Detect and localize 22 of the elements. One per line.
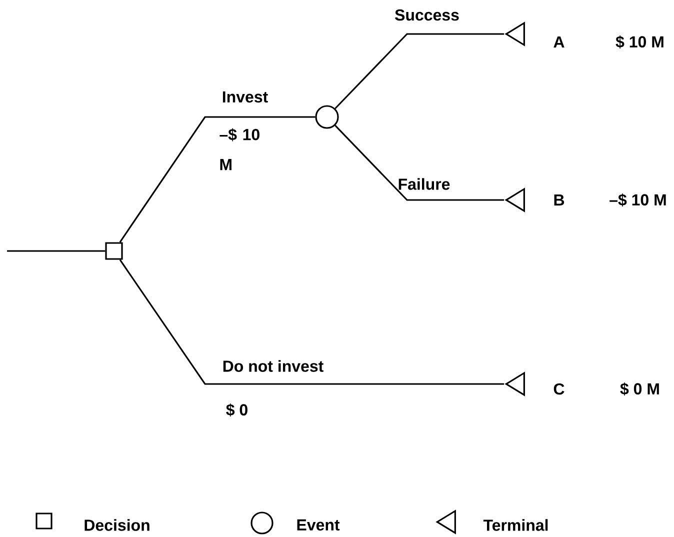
terminal-letter: A	[554, 36, 564, 48]
branch-line	[334, 124, 504, 201]
legend-text: Event	[297, 519, 340, 531]
terminal-letter: B	[554, 194, 564, 206]
payoff-value: $ 10 M	[616, 35, 664, 49]
branch-label: Invest	[222, 91, 268, 103]
decision-square	[105, 242, 123, 260]
terminal-letter: C	[554, 383, 564, 395]
payoff-value: –$ 10 M	[610, 193, 666, 207]
legend-text: Decision	[84, 519, 150, 531]
branch-line	[119, 259, 504, 385]
legend-text: Terminal	[483, 519, 548, 531]
branch-label: Do not invest	[223, 360, 324, 372]
cost-label: $ 0	[226, 403, 248, 417]
branch-line	[334, 33, 504, 110]
payoff-value: $ 0 M	[620, 382, 659, 396]
branch-label: Failure	[398, 178, 450, 190]
event-circle	[315, 105, 339, 129]
cost-label: –$ 10 M	[220, 128, 260, 170]
branch-label: Success	[395, 9, 459, 21]
branch-line	[7, 250, 106, 252]
branch-line	[119, 116, 316, 243]
